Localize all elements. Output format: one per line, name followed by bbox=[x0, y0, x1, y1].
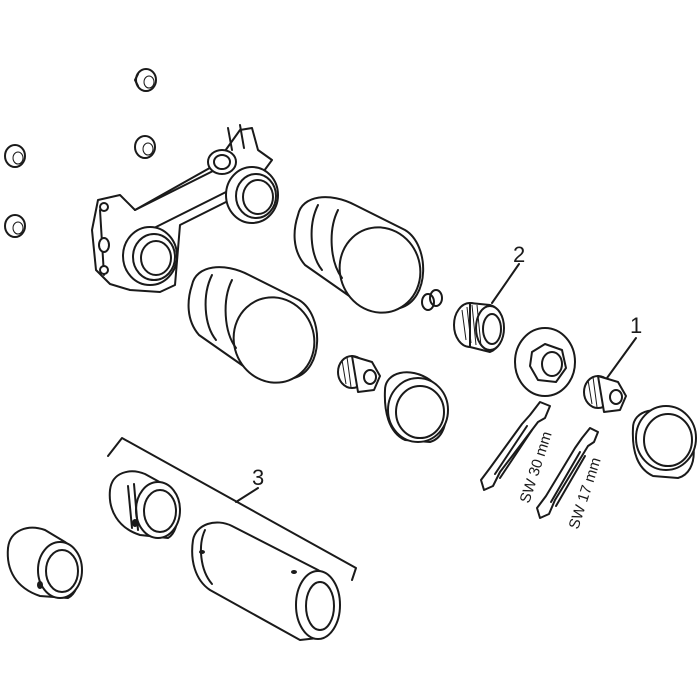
end-cap bbox=[6, 526, 83, 599]
callout-2-number: 2 bbox=[513, 242, 525, 267]
callout-1-number: 1 bbox=[630, 313, 642, 338]
o-ring-pair bbox=[421, 289, 443, 311]
sleeve-upper bbox=[293, 196, 425, 314]
part-1-threaded-adapter bbox=[583, 375, 627, 413]
hex-nut-coupling bbox=[514, 327, 576, 397]
sleeve-lower bbox=[187, 266, 319, 384]
part-3-socket-tool bbox=[191, 521, 341, 641]
part-3-installation-sleeve bbox=[108, 470, 181, 539]
part-3-group-bracket bbox=[107, 437, 357, 581]
wrench-sw30: SW 30 mm bbox=[480, 401, 556, 505]
callout-2-leader bbox=[491, 263, 520, 304]
rosette-middle bbox=[383, 371, 449, 443]
callout-3-number: 3 bbox=[252, 465, 264, 490]
seal-plug-4 bbox=[4, 214, 26, 238]
seal-plug-3 bbox=[4, 144, 26, 168]
seal-plug-2 bbox=[134, 135, 156, 159]
mounting-body bbox=[91, 124, 279, 293]
part-2-threaded-insert bbox=[453, 302, 505, 353]
callout-1-leader bbox=[606, 337, 637, 379]
seal-plug-1 bbox=[134, 68, 157, 92]
threaded-adapter-left bbox=[337, 355, 381, 393]
rosette-right bbox=[631, 405, 697, 479]
callout-3-leader bbox=[235, 487, 259, 503]
